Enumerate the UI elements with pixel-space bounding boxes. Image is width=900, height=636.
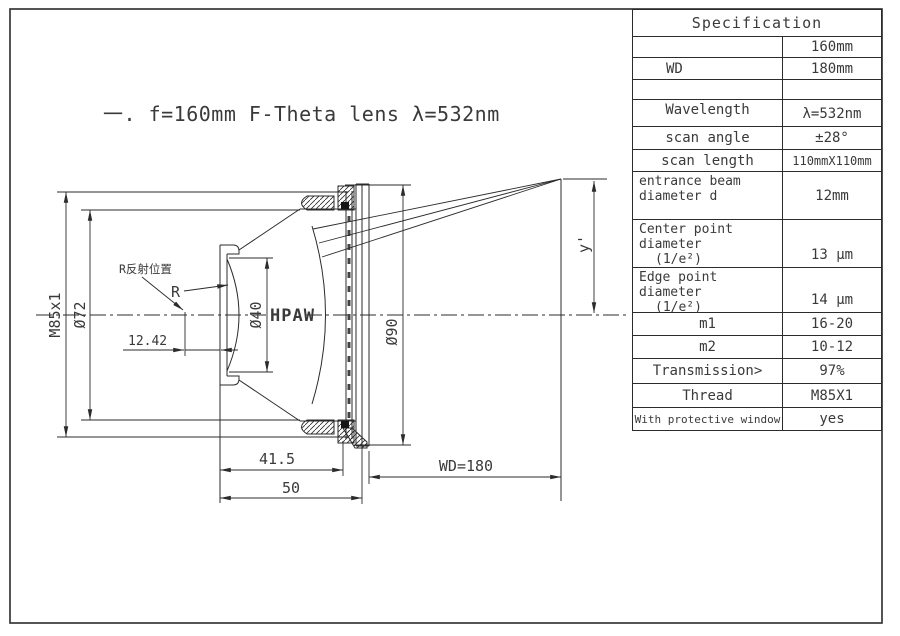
spec-label: Edge point diameter (1/e²)	[633, 268, 783, 315]
table-row: m1 16-20	[633, 312, 881, 335]
spec-label: m2	[633, 336, 783, 358]
spec-value: 13 μm	[810, 247, 854, 263]
spec-label	[633, 37, 783, 57]
drawing-title: 一. f=160mm F-Theta lens λ=532nm	[103, 102, 500, 126]
diameter-72-label: Ø72	[71, 301, 89, 328]
window-glass-hatch	[347, 216, 351, 418]
dim-wd-180: WD=180	[439, 457, 493, 475]
diameter-90-label: Ø90	[383, 318, 401, 345]
table-row: Transmission> 97%	[633, 358, 881, 383]
window-seal-top	[341, 202, 349, 209]
spec-label: Center point diameter (1/e²)	[633, 220, 783, 267]
spec-value: 110mmX110mm	[792, 153, 872, 168]
table-row: WD 180mm	[633, 57, 881, 79]
aperture-label: HPAW	[270, 306, 315, 326]
dim-41-5: 41.5	[259, 450, 295, 468]
spec-label-line1: Center point diameter	[639, 222, 733, 252]
radius-label: R	[171, 283, 181, 301]
y-prime-label: y'	[575, 235, 593, 253]
dim-12-42: 12.42	[128, 334, 167, 349]
table-row: scan length 110mmX110mm	[633, 149, 881, 171]
table-row: 160mm	[633, 36, 881, 57]
spec-value: 97%	[819, 363, 845, 379]
table-row: Center point diameter (1/e²) 13 μm	[633, 219, 881, 267]
spec-label: scan angle	[633, 127, 783, 149]
spec-label: With protective window	[633, 408, 783, 430]
spec-value: 10-12	[810, 339, 854, 355]
spec-label-line2: (1/e²)	[655, 252, 702, 267]
spec-value: 14 μm	[810, 292, 854, 308]
spec-label: Transmission>	[633, 359, 783, 383]
spec-label: entrance beam diameter d	[633, 172, 783, 219]
scan-beams	[312, 178, 562, 258]
dim-50: 50	[282, 479, 300, 497]
diameter-40-label: Ø40	[247, 301, 265, 328]
spec-value: λ=532nm	[802, 106, 862, 122]
table-row: Wavelength λ=532nm	[633, 99, 881, 126]
table-row: m2 10-12	[633, 335, 881, 358]
spec-label-line1: Edge point diameter	[639, 270, 718, 300]
spec-label	[633, 80, 783, 99]
spec-table: Specification 160mm WD 180mm Wavelength …	[632, 9, 882, 431]
window-seal-bottom	[341, 421, 349, 428]
spec-value: 160mm	[810, 39, 854, 55]
table-row: scan angle ±28°	[633, 126, 881, 149]
table-row	[633, 79, 881, 99]
thread-dimension-label: M85x1	[46, 292, 64, 337]
spec-label: Thread	[633, 384, 783, 407]
table-row: With protective window yes	[633, 407, 881, 430]
dimensions	[57, 178, 607, 504]
reflection-note: R反射位置	[119, 262, 172, 276]
table-row: Thread M85X1	[633, 383, 881, 407]
spec-label-line1: entrance beam	[639, 174, 741, 189]
spec-label: WD	[633, 58, 783, 79]
spec-table-header: Specification	[691, 14, 823, 32]
spec-value: 180mm	[810, 60, 854, 77]
spec-label: m1	[633, 313, 783, 335]
spec-value: 12mm	[815, 187, 849, 204]
spec-label: Wavelength	[633, 100, 783, 126]
spec-value	[783, 80, 881, 99]
spec-value: yes	[819, 411, 845, 427]
table-row: Edge point diameter (1/e²) 14 μm	[633, 267, 881, 315]
spec-label-line2: (1/e²)	[655, 300, 702, 315]
spec-label-line2: diameter d	[639, 189, 718, 204]
spec-label: scan length	[633, 150, 783, 171]
page-border	[9, 8, 883, 624]
protective-window	[341, 191, 353, 439]
table-row: entrance beam diameter d 12mm	[633, 171, 881, 219]
spec-value: M85X1	[810, 387, 854, 404]
spec-value: 16-20	[810, 316, 854, 332]
spec-value: ±28°	[815, 130, 849, 146]
